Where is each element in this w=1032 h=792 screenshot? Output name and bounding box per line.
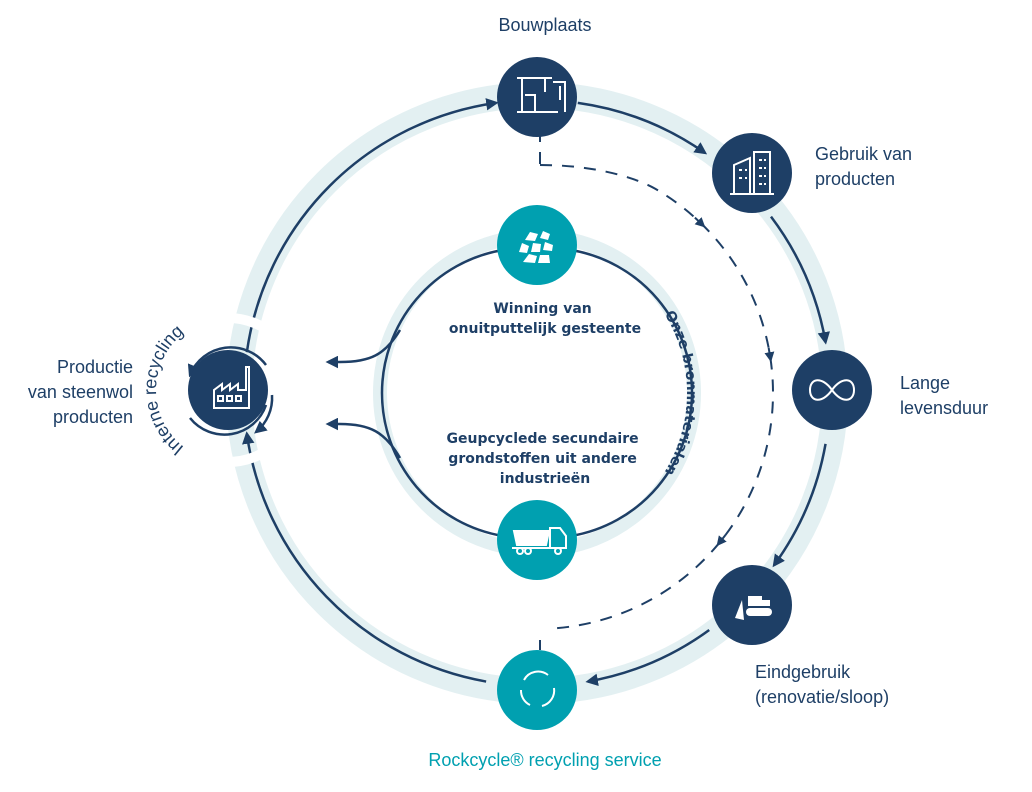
construction-site-icon bbox=[517, 77, 566, 113]
dashed-arrowhead-1 bbox=[694, 216, 706, 228]
eindgebruik-label: Eindgebruik(renovatie/sloop) bbox=[755, 662, 889, 707]
cycle-arrow-1 bbox=[577, 101, 708, 155]
inner-arc-right bbox=[570, 248, 694, 538]
rocks-icon bbox=[519, 231, 553, 263]
node-eindgebruik bbox=[712, 565, 792, 645]
buildings-icon bbox=[730, 151, 774, 195]
cycle-arrow-3 bbox=[772, 443, 827, 568]
cycle-arrow-5 bbox=[242, 431, 487, 683]
winning-label: Winning van onuitputtelijk gesteente bbox=[449, 301, 641, 337]
dashed-materials-path bbox=[539, 164, 774, 630]
bouwplaats-label: Bouwplaats bbox=[498, 15, 591, 35]
bulldozer-icon bbox=[735, 596, 772, 620]
factory-icon bbox=[213, 366, 250, 409]
recycle-icon bbox=[520, 670, 556, 707]
truck-icon bbox=[512, 527, 567, 555]
internal-recycling-arrow-bottom bbox=[254, 394, 274, 434]
input-arrow-bottom bbox=[325, 417, 402, 459]
node-gebruik bbox=[712, 133, 792, 213]
outer-cycle-arrows bbox=[242, 98, 830, 686]
internal-recycling-arc-bottom bbox=[189, 404, 268, 436]
node-winning bbox=[497, 205, 577, 285]
secundair-label: Geupcyclede secundaire grondstoffen uit … bbox=[447, 431, 644, 487]
dashed-arrowhead-2 bbox=[764, 347, 775, 363]
node-bouwplaats bbox=[497, 57, 577, 137]
rockcycle-label: Rockcycle® recycling service bbox=[428, 750, 661, 770]
input-arrow-top bbox=[325, 329, 402, 369]
cycle-arrow-6 bbox=[245, 98, 499, 353]
infinity-icon bbox=[808, 379, 856, 401]
internal-recycling-arrow-top bbox=[187, 346, 267, 378]
inner-arc-left bbox=[380, 248, 504, 538]
cycle-arrow-4 bbox=[585, 629, 710, 686]
dashed-arrowheads bbox=[694, 216, 775, 547]
cycle-arrow-2 bbox=[770, 215, 830, 345]
arc-label-onze-bronmaterialen: Onze bronmaterialen bbox=[661, 308, 699, 478]
node-rockcycle bbox=[497, 650, 577, 730]
node-productie bbox=[151, 313, 305, 467]
node-secundair bbox=[497, 500, 577, 580]
dashed-arrowhead-3 bbox=[716, 534, 727, 547]
interne-recycling-label: Interne recycling bbox=[140, 321, 187, 460]
node-lange bbox=[792, 350, 872, 430]
